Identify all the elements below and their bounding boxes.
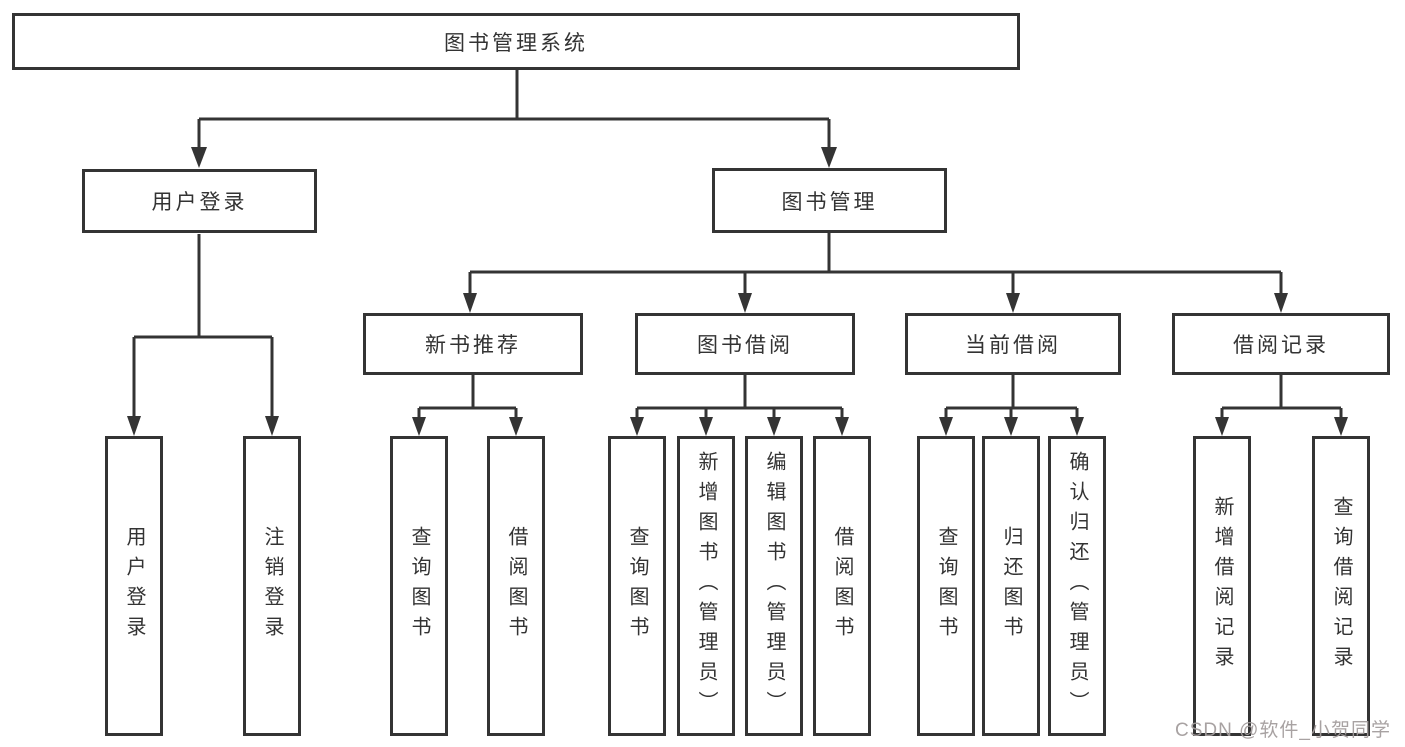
watermark: CSDN @软件_小贺同学 [1175,720,1391,741]
node-new-book-recommend: 新书推荐 [363,313,583,375]
node-book-borrow: 图书借阅 [635,313,855,375]
node-label: 借阅记录 [1233,334,1329,357]
node-label: 归还图书 [1000,526,1022,646]
node-label: 注销登录 [261,526,283,646]
node-label: 借阅图书 [831,526,853,646]
node-label: 新增图书（管理员） [695,451,717,721]
node-leaf-cb-confirm-return-admin: 确认归还（管理员） [1048,436,1106,736]
arrowheads [127,147,1348,436]
node-label: 新书推荐 [425,334,521,357]
node-label: 查询借阅记录 [1330,496,1352,676]
node-label: 查询图书 [626,526,648,646]
node-label: 编辑图书（管理员） [763,451,785,721]
node-label: 借阅图书 [505,526,527,646]
node-leaf-bb-add-book-admin: 新增图书（管理员） [677,436,735,736]
node-leaf-nb-query-book: 查询图书 [390,436,448,736]
node-leaf-rec-query-record: 查询借阅记录 [1312,436,1370,736]
node-leaf-nb-borrow-book: 借阅图书 [487,436,545,736]
node-label: 图书管理 [781,190,878,214]
node-book-management: 图书管理 [712,168,947,233]
node-leaf-logout: 注销登录 [243,436,301,736]
node-label: 查询图书 [408,526,430,646]
node-leaf-cb-query-book: 查询图书 [917,436,975,736]
node-leaf-bb-borrow-book: 借阅图书 [813,436,871,736]
node-label: 用户登录 [123,526,145,646]
node-label: 查询图书 [935,526,957,646]
node-borrow-records: 借阅记录 [1172,313,1390,375]
node-user-login: 用户登录 [82,169,317,233]
node-label: 新增借阅记录 [1211,496,1233,676]
node-label: 当前借阅 [965,334,1061,357]
node-leaf-cb-return-book: 归还图书 [982,436,1040,736]
node-leaf-bb-query-book: 查询图书 [608,436,666,736]
node-current-borrow: 当前借阅 [905,313,1121,375]
node-label: 图书管理系统 [444,31,588,55]
node-leaf-bb-edit-book-admin: 编辑图书（管理员） [745,436,803,736]
node-label: 用户登录 [151,191,248,214]
node-root-library-system: 图书管理系统 [12,13,1020,70]
node-label: 确认归还（管理员） [1066,451,1088,721]
node-leaf-rec-add-record: 新增借阅记录 [1193,436,1251,736]
node-label: 图书借阅 [697,334,793,357]
node-leaf-user-login: 用户登录 [105,436,163,736]
